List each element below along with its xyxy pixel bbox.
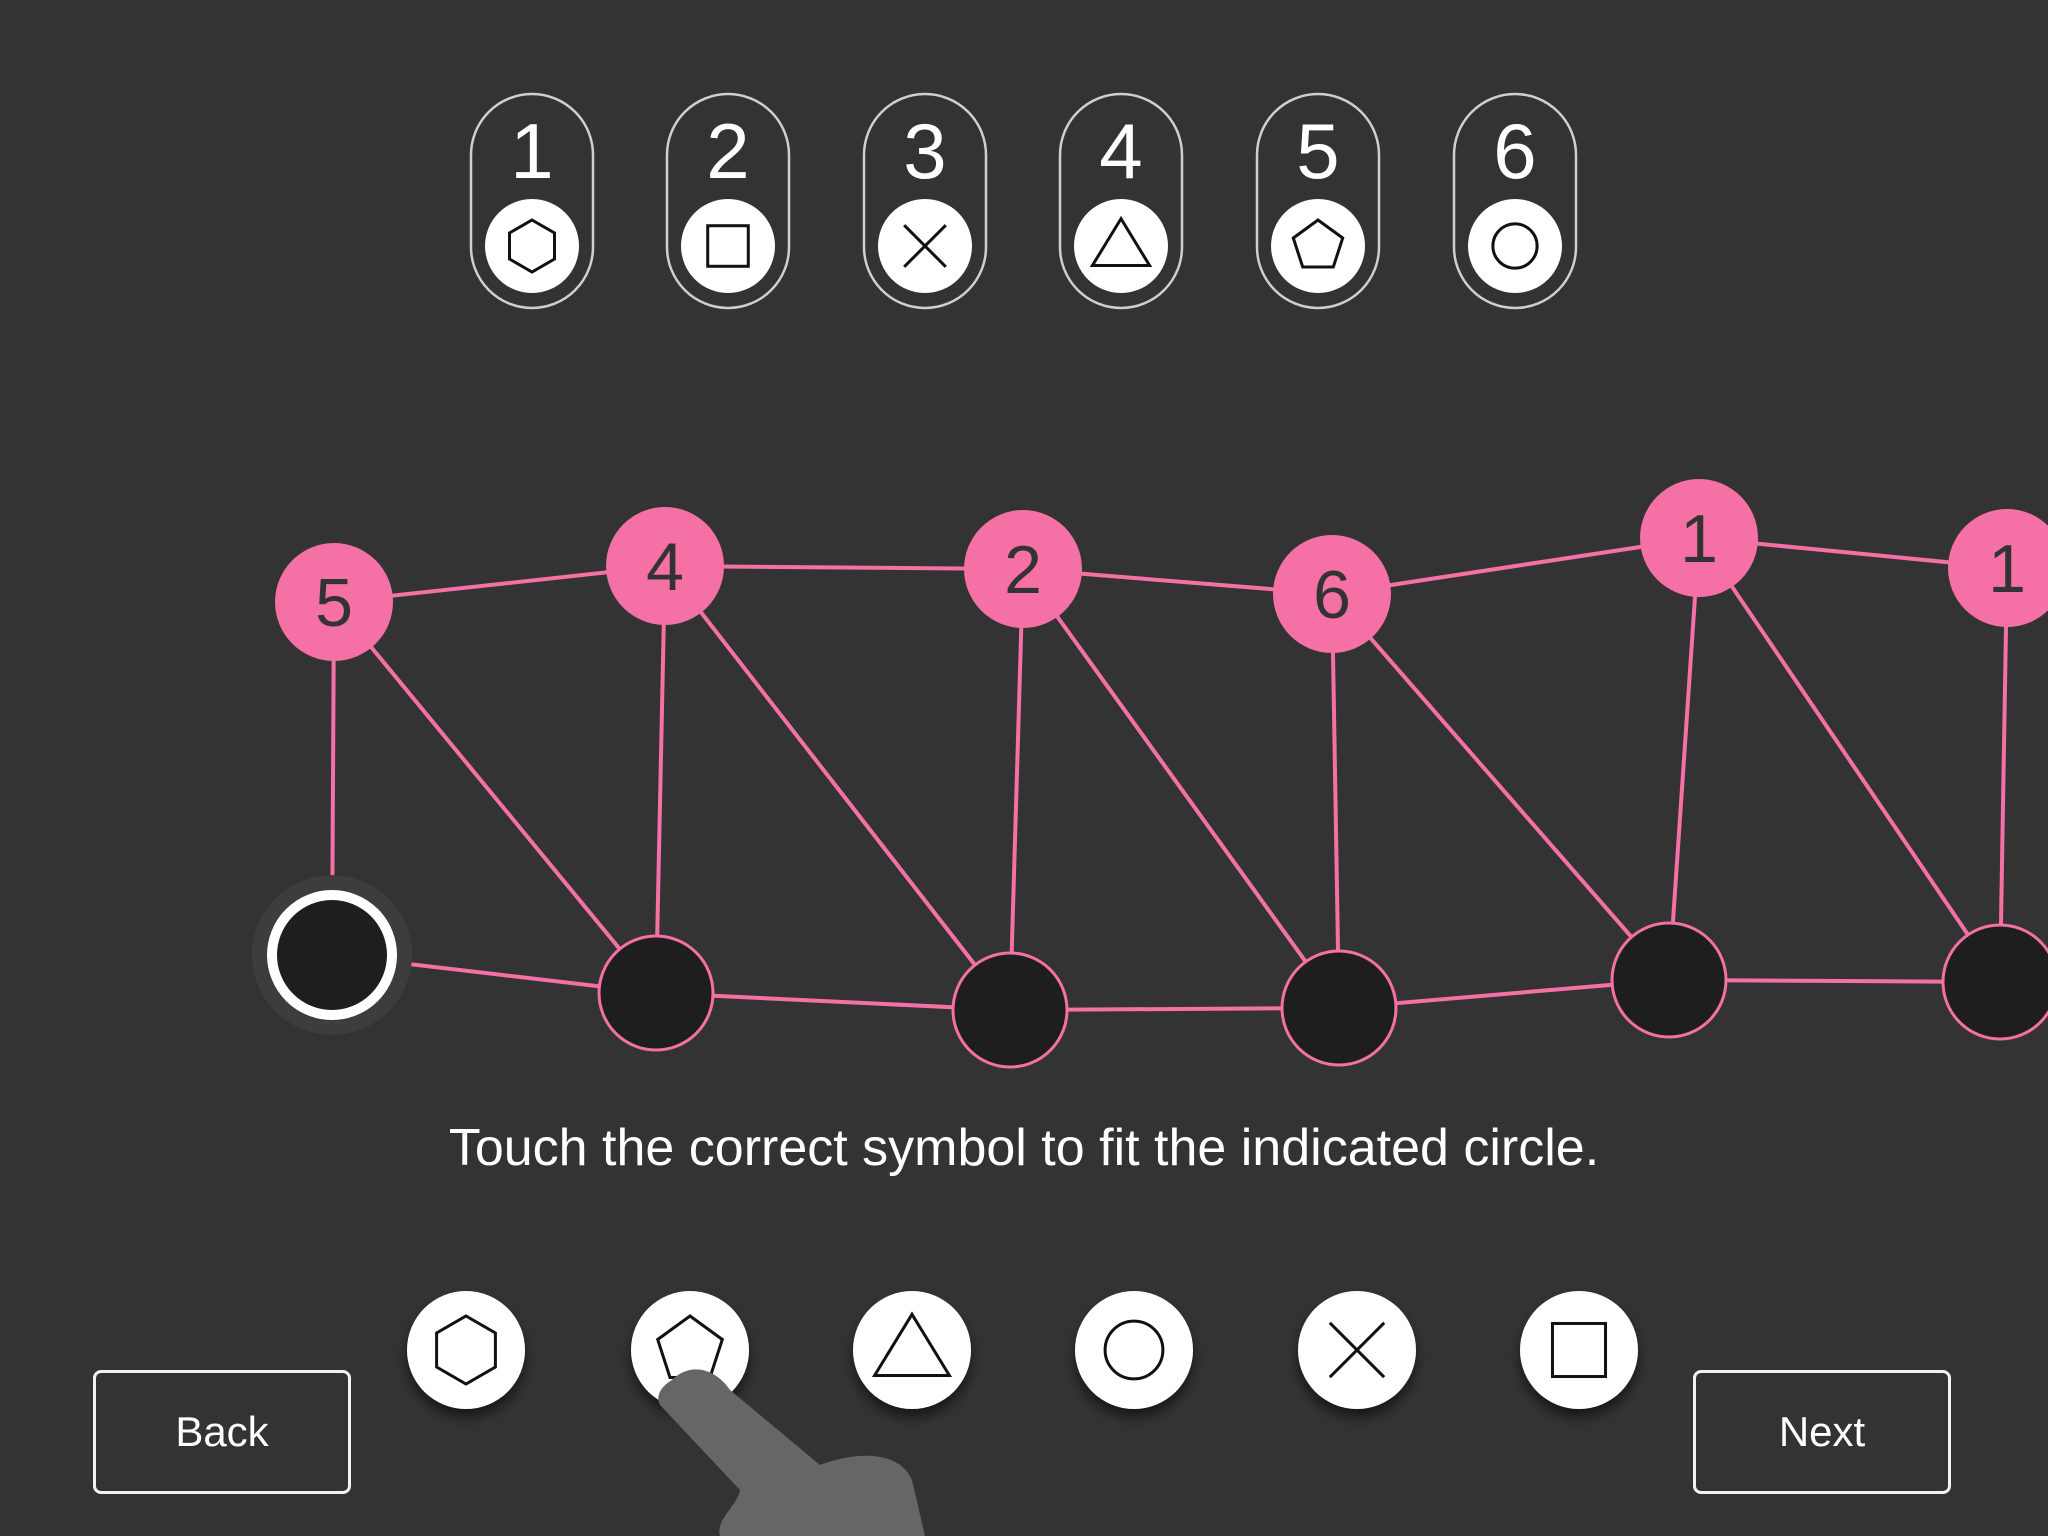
numbered-node: 6 — [1273, 535, 1391, 653]
triangle-icon — [871, 1311, 953, 1377]
graph-edge — [1021, 567, 1341, 1010]
hexagon-icon — [435, 1314, 497, 1386]
key-number: 3 — [903, 107, 946, 195]
circle-icon — [1491, 222, 1539, 270]
key-item-2: 2 — [665, 92, 791, 310]
node-number: 1 — [1680, 501, 1718, 577]
key-item-6: 6 — [1452, 92, 1578, 310]
graph-edges — [330, 536, 2009, 1012]
key-item-4: 4 — [1058, 92, 1184, 310]
empty-node — [1280, 949, 1398, 1067]
numbered-node: 1 — [1948, 509, 2048, 627]
graph-edge — [1008, 568, 1025, 1011]
node-number: 4 — [646, 529, 684, 605]
instruction-text: Touch the correct symbol to fit the indi… — [448, 1119, 1600, 1177]
indicated-empty-node — [252, 875, 412, 1035]
empty-node — [1610, 921, 1728, 1039]
node-number: 1 — [1988, 531, 2026, 607]
graph-edge — [1330, 592, 1671, 982]
graph-edge — [332, 600, 658, 995]
node-number: 5 — [315, 565, 353, 641]
node-number: 6 — [1313, 557, 1351, 633]
graph-edge — [1667, 537, 1701, 981]
square-icon — [1550, 1321, 1608, 1379]
key-item-1: 1 — [469, 92, 595, 310]
numbered-node: 2 — [964, 510, 1082, 628]
graph-edge — [1331, 536, 1700, 596]
key-number: 6 — [1493, 107, 1536, 195]
graph-edge — [1330, 593, 1341, 1009]
empty-node — [1941, 923, 2048, 1041]
graph-edge — [664, 564, 1024, 571]
graph-edge — [1697, 536, 2002, 984]
circle-icon — [1103, 1319, 1165, 1381]
back-button[interactable]: Back — [93, 1370, 351, 1494]
key-number: 2 — [706, 107, 749, 195]
graph-edge — [655, 991, 1011, 1012]
pointer-hand-icon — [658, 1369, 925, 1536]
empty-node — [597, 934, 715, 1052]
key-item-3: 3 — [862, 92, 988, 310]
choice-circle-button[interactable] — [1075, 1291, 1193, 1409]
square-icon — [706, 224, 750, 268]
symbol-key: 1 2 3 4 5 6 — [469, 92, 1578, 310]
numbered-node: 1 — [1640, 479, 1758, 597]
symbol-choices — [407, 1291, 1638, 1409]
next-button[interactable]: Next — [1693, 1370, 1951, 1494]
triangle-icon — [1089, 215, 1153, 267]
graph-edge — [1998, 567, 2009, 983]
node-number: 2 — [1004, 532, 1042, 608]
key-item-5: 5 — [1255, 92, 1381, 310]
hexagon-icon — [508, 218, 556, 274]
numbered-node: 5 — [275, 543, 393, 661]
choice-triangle-button[interactable] — [853, 1291, 971, 1409]
cross-icon — [1328, 1321, 1386, 1379]
graph-edge — [663, 564, 1012, 1012]
choice-square-button[interactable] — [1520, 1291, 1638, 1409]
choice-hexagon-button[interactable] — [407, 1291, 525, 1409]
key-number: 5 — [1296, 107, 1339, 195]
graph-nodes: 5 4 2 6 1 1 — [252, 479, 2048, 1069]
key-number: 4 — [1099, 107, 1142, 195]
key-number: 1 — [510, 107, 553, 195]
numbered-node: 4 — [606, 507, 724, 625]
graph-edge — [654, 565, 667, 994]
empty-node — [951, 951, 1069, 1069]
cross-icon — [903, 224, 947, 268]
choice-cross-button[interactable] — [1298, 1291, 1416, 1409]
pentagon-icon — [1291, 218, 1345, 269]
